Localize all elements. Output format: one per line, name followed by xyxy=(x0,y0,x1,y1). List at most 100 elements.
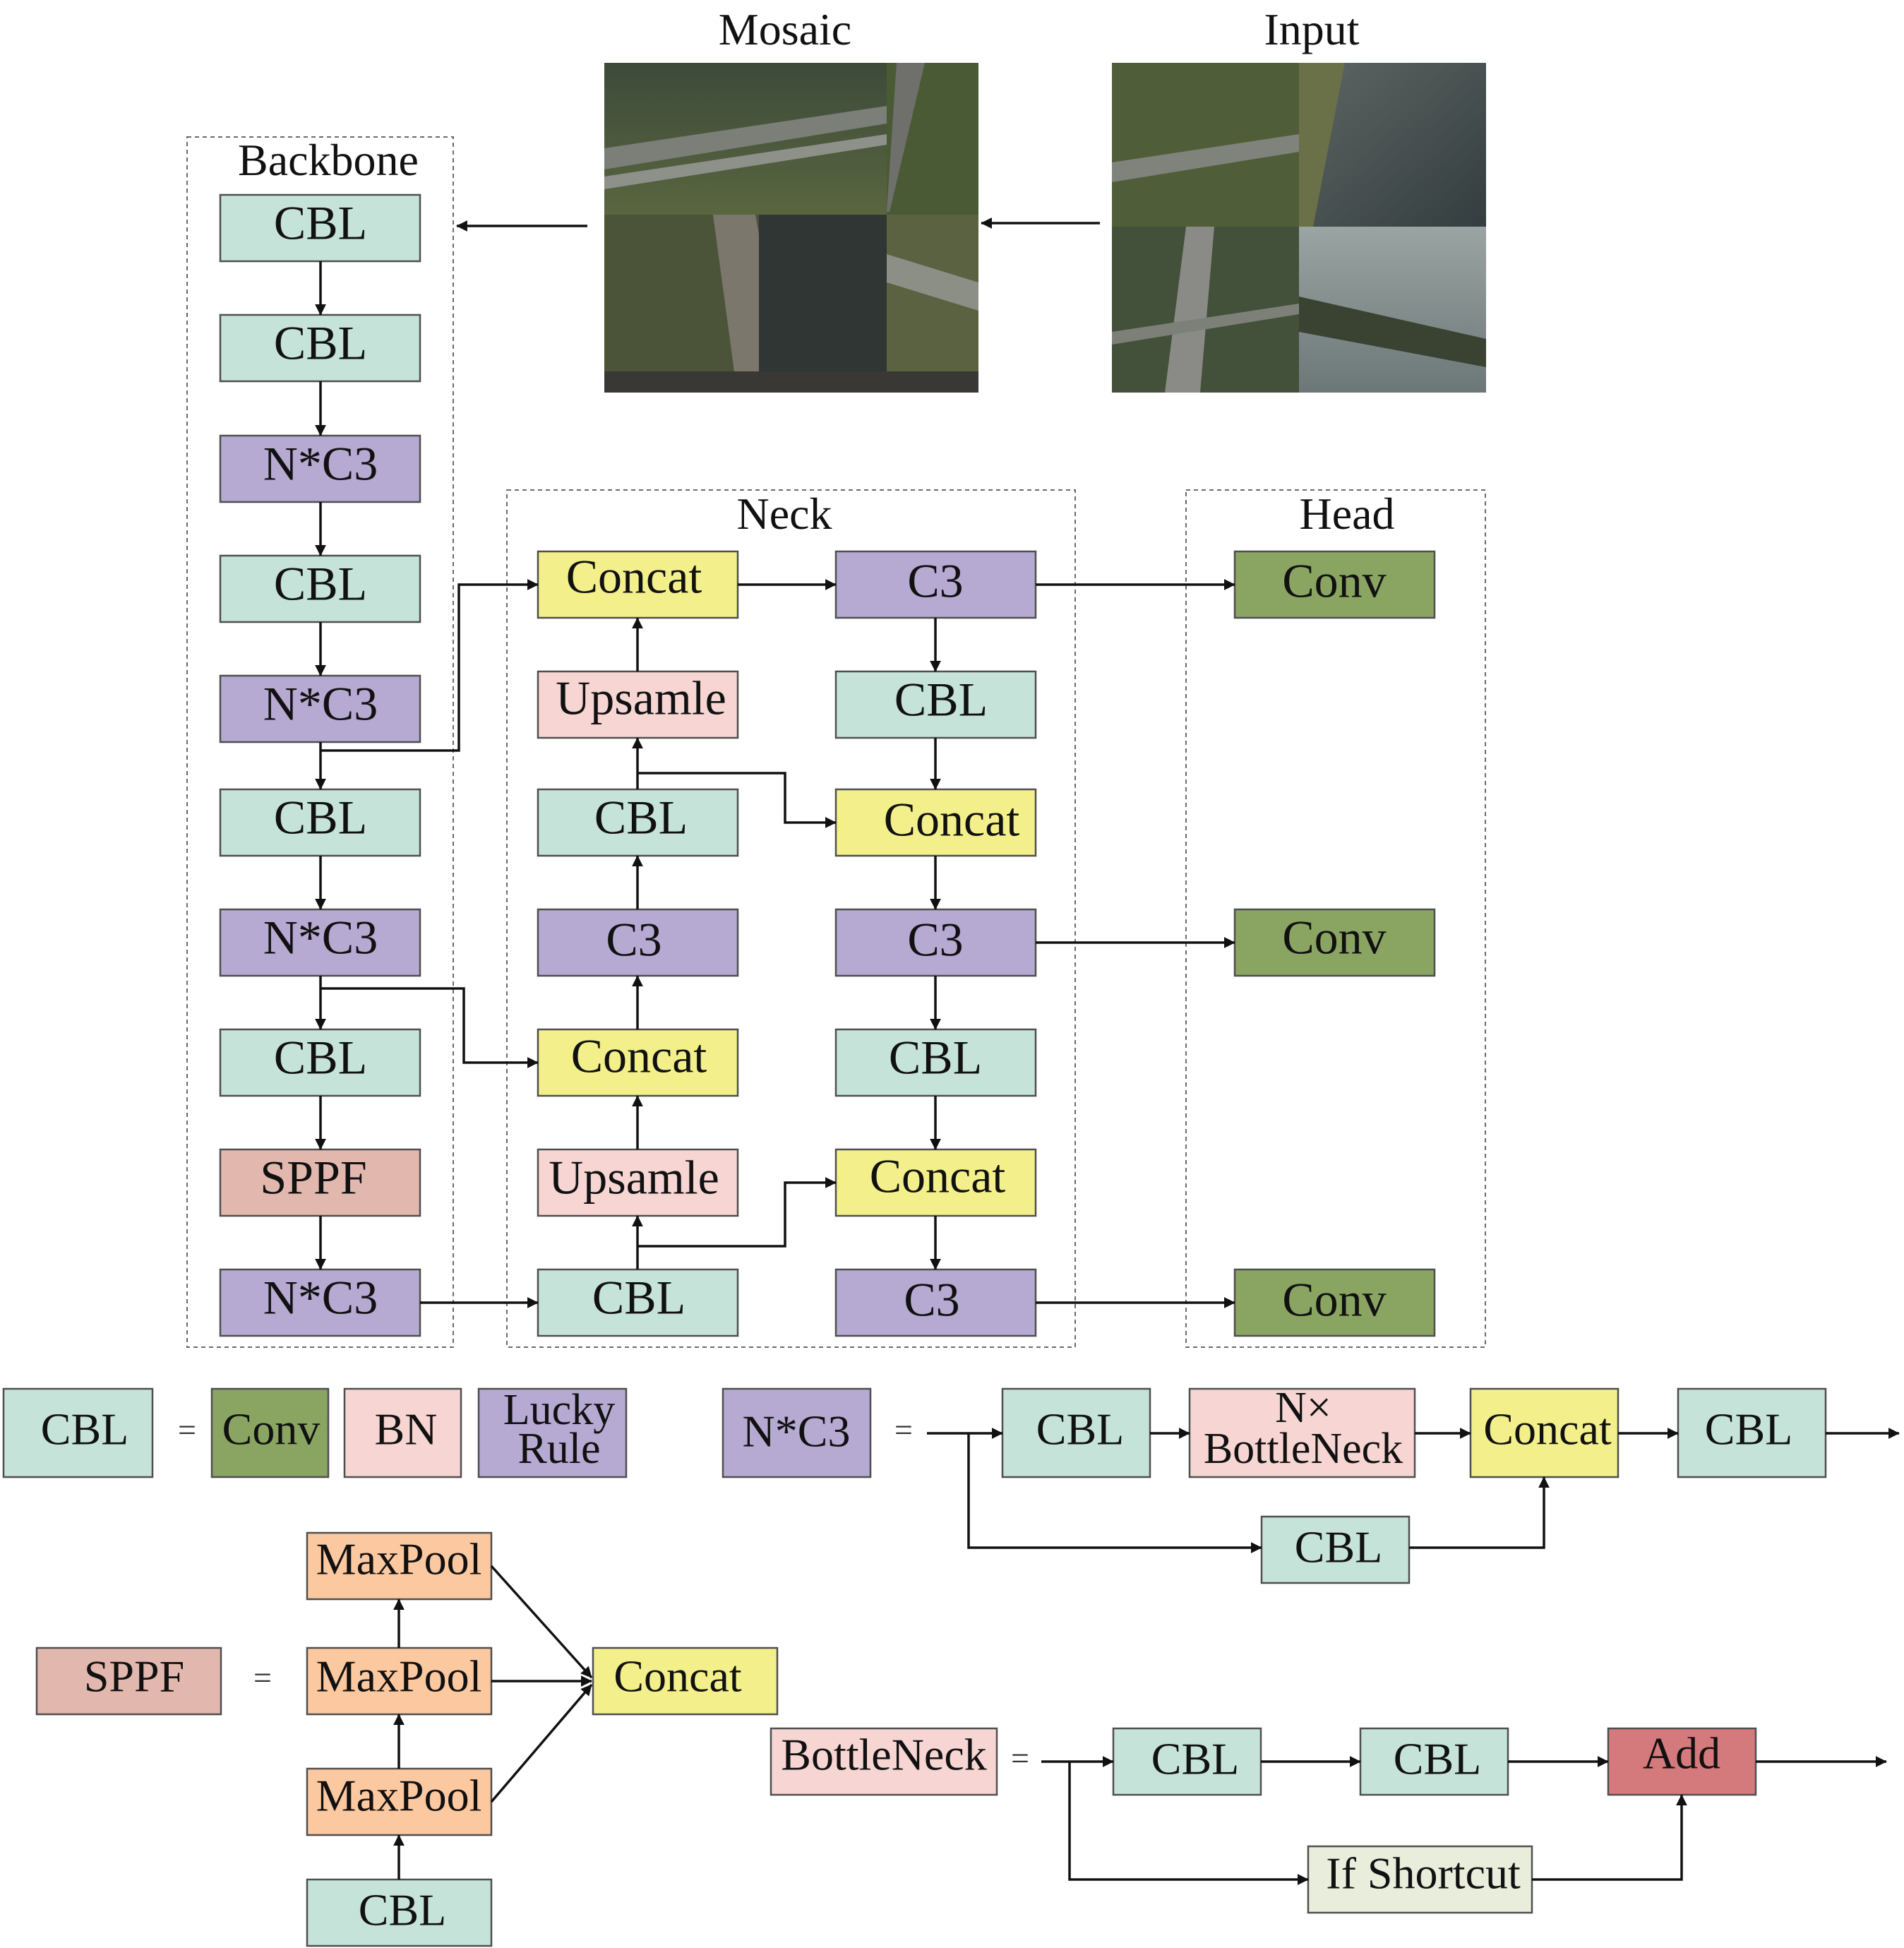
neck-concat-block: Concat xyxy=(834,1148,1037,1217)
c3-cbl-block: CBL xyxy=(1001,1387,1151,1478)
svg-text:CBL: CBL xyxy=(274,791,367,844)
svg-text:Concat: Concat xyxy=(1483,1404,1612,1454)
svg-text:CBL: CBL xyxy=(889,1031,982,1084)
legend-cbl-block: CBL xyxy=(2,1387,154,1478)
head-title: Head xyxy=(1299,489,1394,539)
svg-text:If Shortcut: If Shortcut xyxy=(1326,1848,1521,1899)
svg-text:Add: Add xyxy=(1643,1728,1720,1779)
bottleneck-connectors xyxy=(1041,1756,1887,1885)
svg-text:CBL: CBL xyxy=(41,1404,128,1454)
svg-text:BottleNeck: BottleNeck xyxy=(781,1730,986,1780)
svg-text:BottleNeck: BottleNeck xyxy=(1204,1425,1403,1473)
c3-shortcut-cbl-block: CBL xyxy=(1260,1515,1411,1584)
svg-text:MaxPool: MaxPool xyxy=(316,1651,482,1702)
svg-text:CBL: CBL xyxy=(594,791,688,844)
backbone-nc3-block: N*C3 xyxy=(219,674,421,743)
head-conv-block: Conv xyxy=(1233,908,1436,977)
svg-text:N*C3: N*C3 xyxy=(263,1271,378,1325)
svg-text:SPPF: SPPF xyxy=(84,1651,184,1702)
equals-sign: = xyxy=(894,1412,913,1448)
neck-cbl-block: CBL xyxy=(834,670,1037,739)
neck-upsample-block: Upsamle xyxy=(537,670,739,739)
backbone-cbl-block: CBL xyxy=(219,313,421,383)
neck-frame xyxy=(506,489,1076,1348)
svg-text:C3: C3 xyxy=(904,1273,959,1327)
svg-text:Concat: Concat xyxy=(571,1029,707,1083)
svg-text:Concat: Concat xyxy=(613,1651,742,1702)
svg-text:CBL: CBL xyxy=(1394,1734,1481,1784)
svg-text:N*C3: N*C3 xyxy=(743,1406,851,1457)
svg-text:Concat: Concat xyxy=(884,793,1020,847)
backbone-cbl-block: CBL xyxy=(219,554,421,623)
svg-text:CBL: CBL xyxy=(274,557,367,611)
backbone-cbl-block: CBL xyxy=(219,788,421,857)
neck-c3-block: C3 xyxy=(834,1268,1037,1337)
svg-text:C3: C3 xyxy=(907,913,963,967)
head-conv-block: Conv xyxy=(1233,550,1436,619)
mosaic-title: Mosaic xyxy=(719,4,851,54)
svg-text:CBL: CBL xyxy=(274,196,367,250)
equals-sign: = xyxy=(1011,1740,1029,1776)
svg-text:CBL: CBL xyxy=(1705,1404,1792,1454)
svg-text:Conv: Conv xyxy=(222,1404,321,1454)
svg-text:CBL: CBL xyxy=(274,1031,367,1084)
c3-concat-block: Concat xyxy=(1469,1387,1619,1478)
svg-text:CBL: CBL xyxy=(274,316,367,370)
neck-concat-block: Concat xyxy=(537,1028,739,1097)
main-connectors xyxy=(315,217,1235,1308)
svg-text:Lucky: Lucky xyxy=(503,1386,615,1434)
sppf-cbl-block: CBL xyxy=(306,1878,493,1947)
svg-text:Conv: Conv xyxy=(1282,554,1386,608)
sppf-concat-block: Concat xyxy=(592,1647,779,1716)
svg-text:N*C3: N*C3 xyxy=(263,911,378,964)
svg-text:BN: BN xyxy=(375,1404,438,1454)
backbone-frame xyxy=(186,136,454,1348)
svg-text:CBL: CBL xyxy=(592,1271,685,1325)
svg-text:CBL: CBL xyxy=(1295,1522,1382,1572)
head-frame xyxy=(1185,489,1486,1348)
legend-bn-block: BN xyxy=(343,1387,462,1478)
backbone-nc3-block: N*C3 xyxy=(219,1268,421,1337)
c3-cbl-block: CBL xyxy=(1677,1387,1827,1478)
svg-text:Rule: Rule xyxy=(517,1425,600,1473)
backbone-cbl-block: CBL xyxy=(219,1028,421,1097)
neck-c3-block: C3 xyxy=(834,908,1037,977)
neck-upsample-block: Upsamle xyxy=(537,1148,739,1217)
equals-sign: = xyxy=(178,1412,196,1448)
svg-text:CBL: CBL xyxy=(894,673,988,727)
svg-text:MaxPool: MaxPool xyxy=(316,1534,482,1584)
legend-sppf-block: SPPF xyxy=(35,1647,222,1716)
backbone-title: Backbone xyxy=(238,135,419,185)
c3-connectors xyxy=(927,1428,1900,1553)
neck-concat-block: Concat xyxy=(834,788,1037,857)
backbone-sppf-block: SPPF xyxy=(219,1148,421,1217)
svg-text:SPPF: SPPF xyxy=(260,1151,366,1205)
svg-text:N*C3: N*C3 xyxy=(263,677,378,731)
svg-text:N*C3: N*C3 xyxy=(263,437,378,491)
legend-nc3-block: N*C3 xyxy=(722,1387,872,1478)
legend-lucky-rule-block: Lucky Rule xyxy=(477,1386,628,1478)
neck-title: Neck xyxy=(736,489,832,539)
neck-cbl-block: CBL xyxy=(537,1268,739,1337)
svg-text:Conv: Conv xyxy=(1282,1273,1386,1327)
svg-text:MaxPool: MaxPool xyxy=(316,1771,482,1821)
svg-text:CBL: CBL xyxy=(1151,1734,1239,1784)
bottleneck-if-shortcut-block: If Shortcut xyxy=(1307,1845,1533,1914)
svg-text:Upsamle: Upsamle xyxy=(549,1151,719,1205)
svg-text:Concat: Concat xyxy=(566,550,702,604)
bottleneck-cbl-block: CBL xyxy=(1359,1727,1509,1796)
neck-c3-block: C3 xyxy=(834,550,1037,619)
svg-text:N×: N× xyxy=(1275,1384,1331,1432)
c3-n-bottleneck-block: N× BottleNeck xyxy=(1188,1384,1416,1478)
sppf-maxpool-block: MaxPool xyxy=(306,1647,493,1716)
neck-cbl-block: CBL xyxy=(834,1028,1037,1097)
backbone-nc3-block: N*C3 xyxy=(219,434,421,503)
head-conv-block: Conv xyxy=(1233,1268,1436,1337)
bottleneck-add-block: Add xyxy=(1607,1727,1757,1796)
svg-text:Upsamle: Upsamle xyxy=(556,671,726,725)
backbone-cbl-block: CBL xyxy=(219,193,421,263)
input-title: Input xyxy=(1264,4,1359,54)
svg-text:C3: C3 xyxy=(606,913,661,967)
sppf-connectors xyxy=(393,1565,593,1880)
